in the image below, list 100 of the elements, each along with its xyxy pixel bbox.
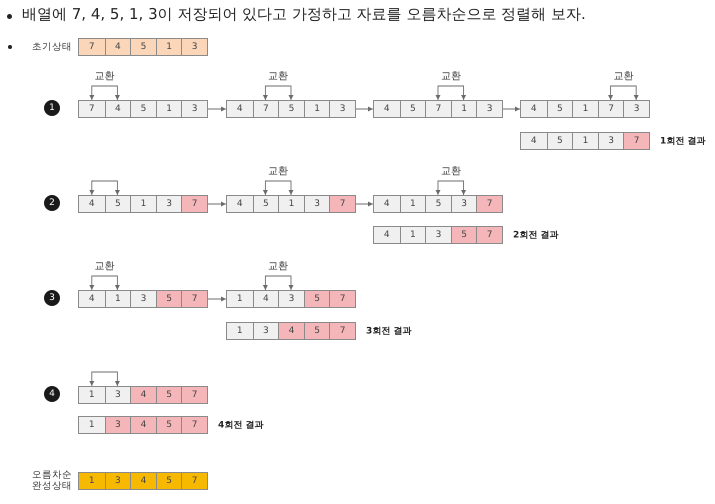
- array-box: [226, 290, 356, 308]
- array-cell: 4: [521, 133, 547, 149]
- step-number: 3: [44, 290, 60, 306]
- edge-label: 교환: [268, 164, 288, 178]
- array-cell: 3: [329, 101, 355, 117]
- array-cell: 7: [425, 101, 451, 117]
- edge-label: 교환: [440, 69, 461, 83]
- swap-arrow: [89, 276, 120, 290]
- array-cell: 1: [572, 101, 598, 117]
- edge-label: 교환: [613, 69, 634, 83]
- array-cell: 1: [79, 417, 105, 433]
- array-box: [78, 386, 208, 404]
- array-box: [78, 100, 208, 118]
- arrow: [502, 106, 520, 112]
- array-cell: 4: [227, 101, 253, 117]
- array-cell: 7: [181, 291, 207, 307]
- array-cell: 1: [227, 323, 253, 339]
- array-cell: 7: [623, 133, 649, 149]
- array-cell: 4: [79, 196, 105, 212]
- arrow: [208, 106, 226, 112]
- array-cell: 1: [400, 196, 426, 212]
- array-box: [520, 132, 650, 150]
- array-cell: 4: [104, 101, 130, 117]
- array-box: [226, 100, 356, 118]
- array-cell: 4: [374, 227, 400, 243]
- array-cell: 5: [156, 387, 182, 403]
- array-cell: 4: [252, 291, 278, 307]
- array-box: [226, 322, 356, 340]
- array-cell: 1: [156, 39, 182, 55]
- swap-arrow: [89, 372, 120, 386]
- array-box: [373, 100, 503, 118]
- array-cell: 3: [104, 473, 130, 489]
- step-number: 2: [44, 195, 60, 211]
- swap-arrow: [262, 180, 294, 196]
- array-cell: 1: [278, 196, 304, 212]
- swap-arrow: [89, 86, 120, 100]
- array-box: [520, 100, 650, 118]
- array-cell: 3: [425, 227, 451, 243]
- array-cell: 4: [278, 323, 304, 339]
- array-box: [78, 290, 208, 308]
- swap-arrow: [262, 276, 294, 290]
- array-cell: 1: [79, 473, 105, 489]
- array-cell: 3: [450, 196, 476, 212]
- array-cell: 5: [546, 101, 572, 117]
- array-cell: 1: [400, 227, 426, 243]
- array-cell: 7: [329, 323, 355, 339]
- array-cell: 5: [400, 101, 426, 117]
- array-cell: 1: [227, 291, 253, 307]
- array-cell: 4: [374, 101, 400, 117]
- array-cell: 3: [104, 417, 130, 433]
- array-cell: 5: [104, 196, 130, 212]
- arrow: [356, 202, 374, 206]
- array-cell: 4: [130, 417, 156, 433]
- array-cell: 1: [104, 291, 130, 307]
- array-cell: 4: [227, 196, 253, 212]
- swap-arrow: [262, 86, 294, 100]
- array-cell: 5: [450, 227, 476, 243]
- array-cell: 3: [278, 291, 304, 307]
- array-cell: 5: [130, 39, 156, 55]
- node-label: 4회전 결과: [218, 420, 264, 432]
- array-cell: 7: [181, 387, 207, 403]
- array-cell: 4: [130, 387, 156, 403]
- edge-label: 교환: [268, 69, 288, 83]
- array-cell: 5: [156, 473, 182, 489]
- array-box: [373, 195, 503, 213]
- edge-label: 교환: [268, 259, 288, 273]
- array-cell: 1: [79, 387, 105, 403]
- array-cell: 7: [252, 101, 278, 117]
- array-cell: 3: [476, 101, 502, 117]
- array-cell: 7: [181, 196, 207, 212]
- step-number: 4: [44, 386, 60, 402]
- array-cell: 5: [156, 417, 182, 433]
- array-cell: 1: [304, 101, 330, 117]
- array-cell: 5: [546, 133, 572, 149]
- swap-arrow: [608, 86, 639, 100]
- array-cell: 4: [104, 39, 130, 55]
- array-box: [226, 195, 356, 213]
- array-cell: 5: [304, 291, 330, 307]
- arrow: [208, 296, 226, 302]
- swap-arrow: [435, 180, 466, 196]
- array-cell: 3: [304, 196, 330, 212]
- array-cell: 3: [181, 39, 207, 55]
- array-cell: 3: [181, 101, 207, 117]
- array-cell: 4: [374, 196, 400, 212]
- array-cell: 7: [79, 101, 105, 117]
- arrow: [208, 202, 226, 206]
- array-cell: 1: [156, 101, 182, 117]
- edge-label: 교환: [94, 69, 115, 83]
- array-box: [78, 38, 208, 56]
- array-box: [78, 195, 208, 213]
- array-box: [78, 472, 208, 490]
- array-cell: 1: [130, 196, 156, 212]
- array-cell: 3: [156, 196, 182, 212]
- array-cell: 7: [476, 196, 502, 212]
- array-cell: 4: [521, 101, 547, 117]
- edge-label: 교환: [94, 259, 115, 273]
- array-cell: 3: [623, 101, 649, 117]
- array-cell: 3: [130, 291, 156, 307]
- array-box: [78, 416, 208, 434]
- node-label: 초기상태: [32, 41, 72, 53]
